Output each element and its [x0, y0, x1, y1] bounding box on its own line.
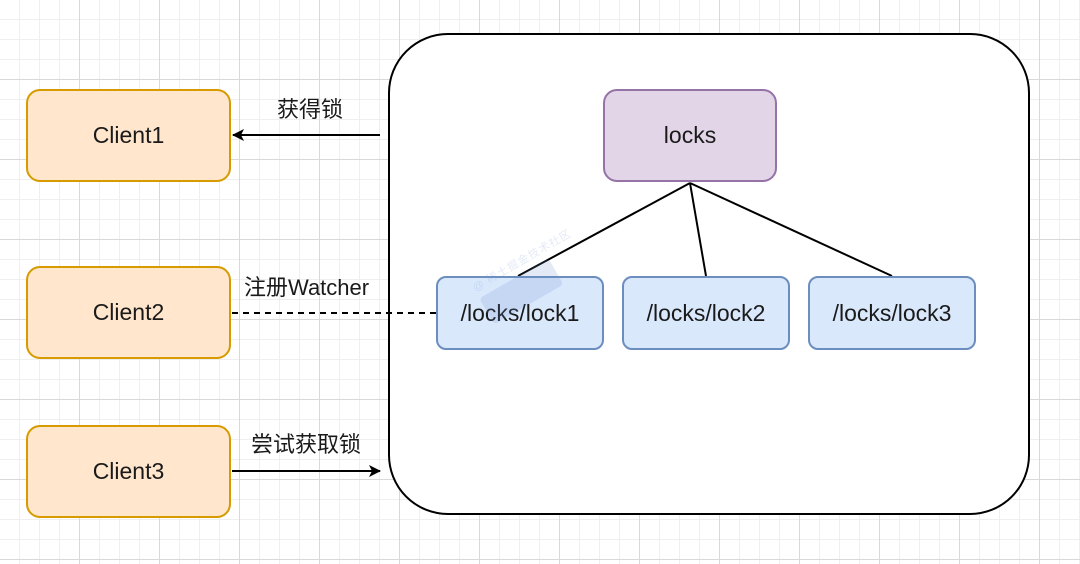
client1-node: Client1 — [26, 89, 231, 182]
lock1-node: /locks/lock1 — [436, 276, 604, 350]
acquired-lock-label: 获得锁 — [277, 97, 344, 122]
lock3-node: /locks/lock3 — [808, 276, 976, 350]
locks-root-node: locks — [603, 89, 777, 182]
try-acquire-label: 尝试获取锁 — [251, 432, 362, 457]
client2-label: Client2 — [92, 299, 165, 325]
client3-label: Client3 — [92, 458, 165, 484]
client3-node: Client3 — [26, 425, 231, 518]
lock3-label: /locks/lock3 — [832, 299, 952, 326]
client1-label: Client1 — [92, 122, 165, 148]
lock2-label: /locks/lock2 — [646, 299, 766, 326]
client2-node: Client2 — [26, 266, 231, 359]
lock1-label: /locks/lock1 — [460, 299, 580, 326]
locks-root-label: locks — [663, 122, 717, 148]
lock2-node: /locks/lock2 — [622, 276, 790, 350]
register-watcher-label: 注册Watcher — [244, 275, 370, 300]
